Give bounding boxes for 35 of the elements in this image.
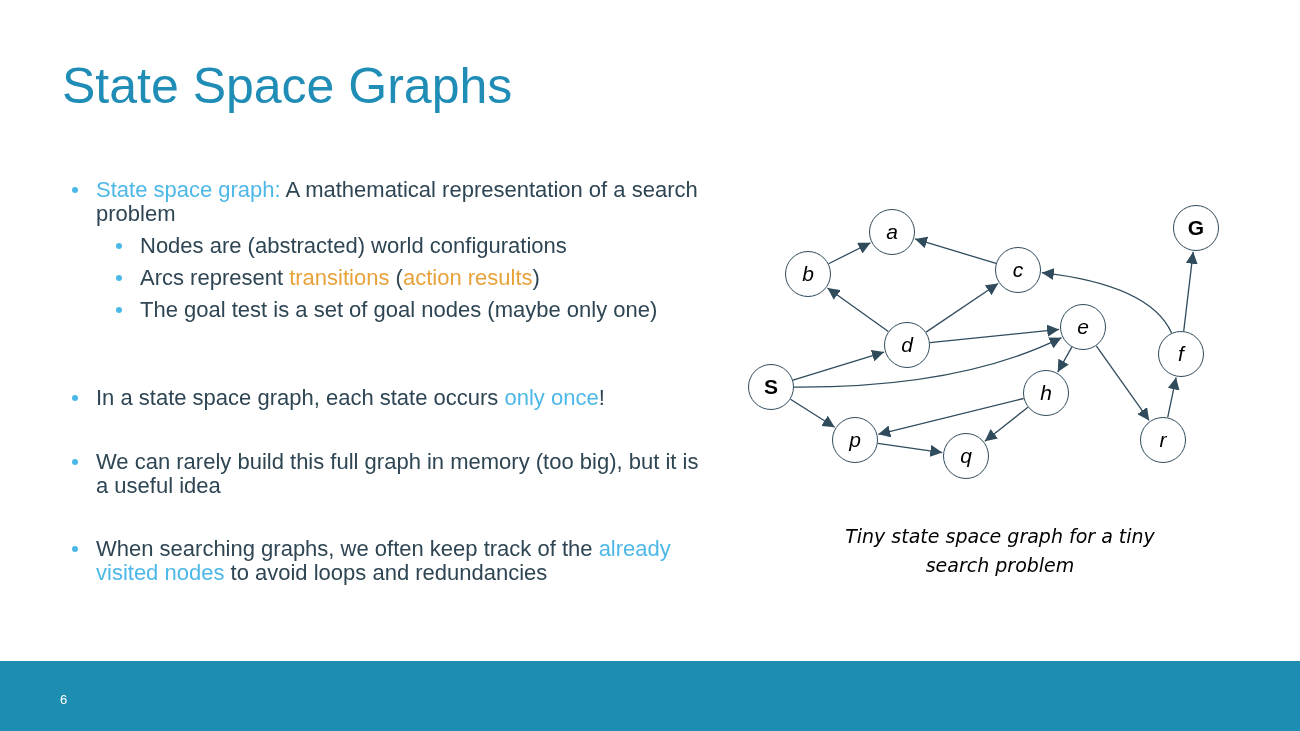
state-node: r — [1140, 417, 1186, 463]
arrow — [789, 398, 836, 428]
bullet-text: Nodes are (abstracted) world configurations — [116, 234, 698, 258]
arrow — [877, 442, 943, 457]
arrow — [877, 397, 1025, 438]
arrow — [792, 349, 885, 381]
arrow — [914, 236, 997, 264]
bullet-text: In a state space graph, each state occurs only once! — [72, 386, 700, 410]
arrow — [984, 406, 1029, 442]
state-node: a — [869, 209, 915, 255]
state-node: f — [1158, 331, 1204, 377]
arrow — [925, 282, 999, 333]
bullet-text: Arcs represent transitions (action results) — [116, 266, 698, 290]
slide-title: State Space Graphs — [62, 57, 513, 116]
state-node: e — [1060, 304, 1106, 350]
state-node: S — [748, 364, 794, 410]
figure-caption: Tiny state space graph for a tiny search problem — [844, 524, 1156, 578]
state-node: q — [943, 433, 989, 479]
arrow — [929, 324, 1060, 344]
bullet-text: The goal test is a set of goal nodes (maybe only one) — [116, 298, 698, 322]
state-node: G — [1173, 205, 1219, 251]
bullet-text: We can rarely build this full graph in memory (too big), but it is a useful idea — [72, 450, 700, 498]
state-node: d — [884, 322, 930, 368]
state-node: c — [995, 247, 1041, 293]
arrow — [1183, 251, 1198, 332]
page-number: 6 — [60, 691, 68, 709]
state-node: p — [832, 417, 878, 463]
bullet-text: When searching graphs, we often keep track of the already visited nodes to avoid loops and redundancies — [72, 537, 700, 585]
arrow — [826, 287, 889, 333]
state-node: h — [1023, 370, 1069, 416]
arrow — [1057, 346, 1073, 373]
arrow — [1095, 345, 1150, 422]
arrow — [1167, 376, 1180, 419]
bullet-text: State space graph: A mathematical representation of a search problem — [72, 178, 700, 226]
state-node: b — [785, 251, 831, 297]
